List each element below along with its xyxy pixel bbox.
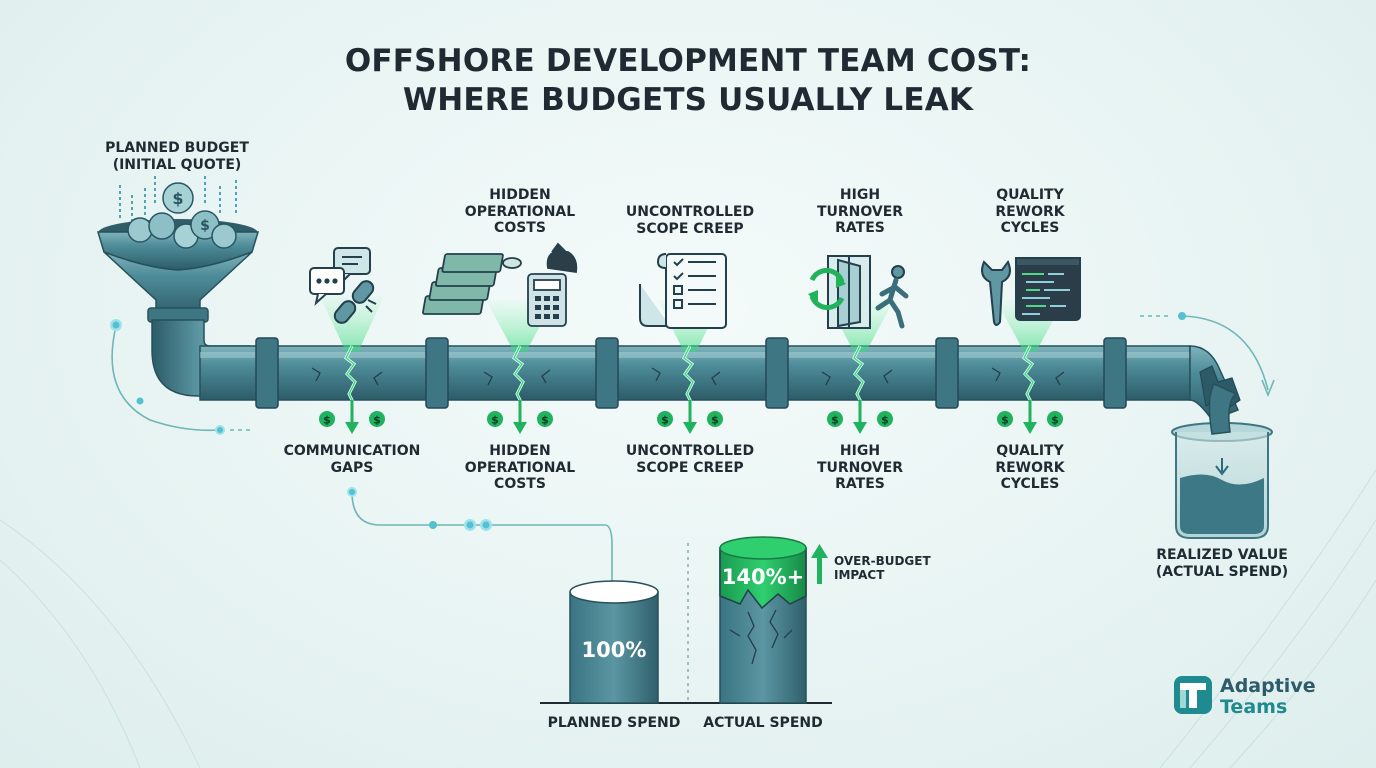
dollar-coin-icon [537,411,553,427]
arrow-up-icon [811,544,828,584]
leak-drops: $ $ $ $ $ $ $ $ [319,400,1063,434]
svg-text:$: $ [1001,414,1009,427]
svg-text:$: $ [491,414,499,427]
wrench-code-icon [981,257,1081,326]
pipe-outlet [1208,383,1238,435]
leak-label-top-rework: QUALITY REWORK CYCLES [995,187,1065,236]
funnel-coins-icon: $ $ [96,176,260,323]
chat-broken-link-icon [309,247,377,324]
title-line-1: OFFSHORE DEVELOPMENT TEAM COST: [344,43,1032,79]
adaptive-teams-logo-mark [1174,676,1212,714]
background-lines [0,469,1376,768]
leak-label-top-hidden-costs: HIDDEN OPERATIONAL COSTS [464,187,576,236]
dollar-coin-icon [319,411,335,427]
page-title: OFFSHORE DEVELOPMENT TEAM COST: WHERE BU… [0,42,1376,120]
actual-spend-value: 140%+ [721,565,805,589]
leak-label-top-turnover: HIGH TURNOVER RATES [816,187,904,236]
dollar-coin-icon [997,411,1013,427]
dollar-coin-icon [657,411,673,427]
dollar-coin-icon [827,411,843,427]
cash-calculator-icon [422,242,578,327]
planned-spend-column [569,580,659,704]
planned-spend-label: PLANNED SPEND [547,715,681,731]
leak-label-scope-creep: UNCONTROLLED SCOPE CREEP [625,443,755,476]
svg-text:$: $ [881,414,889,427]
beaker-icon [1171,422,1273,539]
dollar-coin-icon [707,411,723,427]
actual-spend-column [719,536,807,704]
brand-name-line-1: Adaptive [1220,675,1316,697]
brand-name-line-2: Teams [1220,696,1288,718]
svg-text:$: $ [1051,414,1059,427]
dollar-coin-icon [877,411,893,427]
svg-text:$: $ [373,414,381,427]
leak-label-rework: QUALITY REWORK CYCLES [995,443,1065,492]
actual-spend-label: ACTUAL SPEND [703,715,823,731]
checklist-scroll-icon [639,253,727,329]
dollar-coin-icon [369,411,385,427]
leak-label-hidden-costs: HIDDEN OPERATIONAL COSTS [464,443,576,492]
revolving-door-icon [808,255,909,329]
connector-lines [111,315,1269,700]
svg-text:$: $ [200,218,210,234]
title-line-2: WHERE BUDGETS USUALLY LEAK [402,82,974,118]
svg-text:$: $ [711,414,719,427]
connector-dots [110,312,1186,531]
planned-budget-label: PLANNED BUDGET (INITIAL QUOTE) [105,140,249,173]
brand-name: Adaptive Teams [1220,676,1316,718]
svg-text:$: $ [541,414,549,427]
leak-label-communication-gaps: COMMUNICATION GAPS [283,443,421,476]
dollar-coin-icon [487,411,503,427]
leak-cracks-glow [344,345,1034,403]
planned-spend-value: 100% [581,638,647,662]
svg-text:$: $ [323,414,331,427]
svg-text:$: $ [831,414,839,427]
connector-arrowhead [1261,379,1275,398]
dollar-coin-icon [1047,411,1063,427]
leak-label-top-scope-creep: UNCONTROLLED SCOPE CREEP [625,204,755,237]
svg-text:$: $ [661,414,669,427]
over-budget-impact-label: OVER-BUDGET IMPACT [834,554,931,582]
realized-value-label: REALIZED VALUE (ACTUAL SPEND) [1155,547,1289,580]
svg-text:$: $ [172,189,183,208]
leak-label-turnover: HIGH TURNOVER RATES [816,443,904,492]
